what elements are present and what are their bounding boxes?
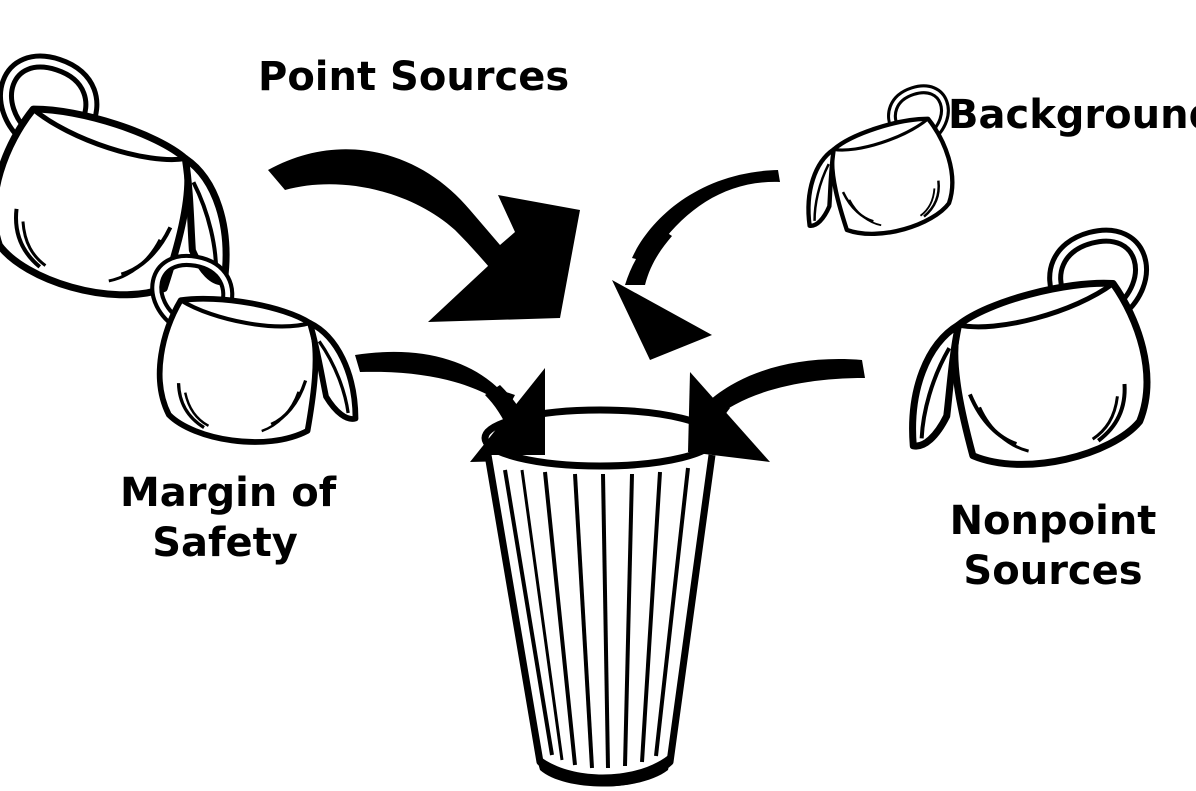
label-background: Background bbox=[948, 90, 1196, 140]
label-nonpoint-sources-line-1: Nonpoint bbox=[948, 496, 1158, 546]
label-margin-of-safety: Margin of Safety bbox=[120, 468, 330, 568]
curved-arrow-icon-margin-of-safety bbox=[355, 352, 545, 462]
label-margin-of-safety-line-1: Margin of bbox=[120, 468, 330, 518]
curved-arrow-icon-background bbox=[612, 170, 780, 360]
label-nonpoint-sources-line-2: Sources bbox=[948, 546, 1158, 596]
label-margin-of-safety-line-2: Safety bbox=[120, 518, 330, 568]
curved-arrow-icon-point-sources bbox=[268, 149, 580, 322]
drinking-glass-icon bbox=[485, 410, 715, 787]
pitcher-icon-margin-of-safety bbox=[132, 255, 377, 461]
pitcher-icon-nonpoint-sources bbox=[873, 227, 1185, 497]
label-point-sources: Point Sources bbox=[258, 52, 569, 102]
label-nonpoint-sources: Nonpoint Sources bbox=[948, 496, 1158, 596]
